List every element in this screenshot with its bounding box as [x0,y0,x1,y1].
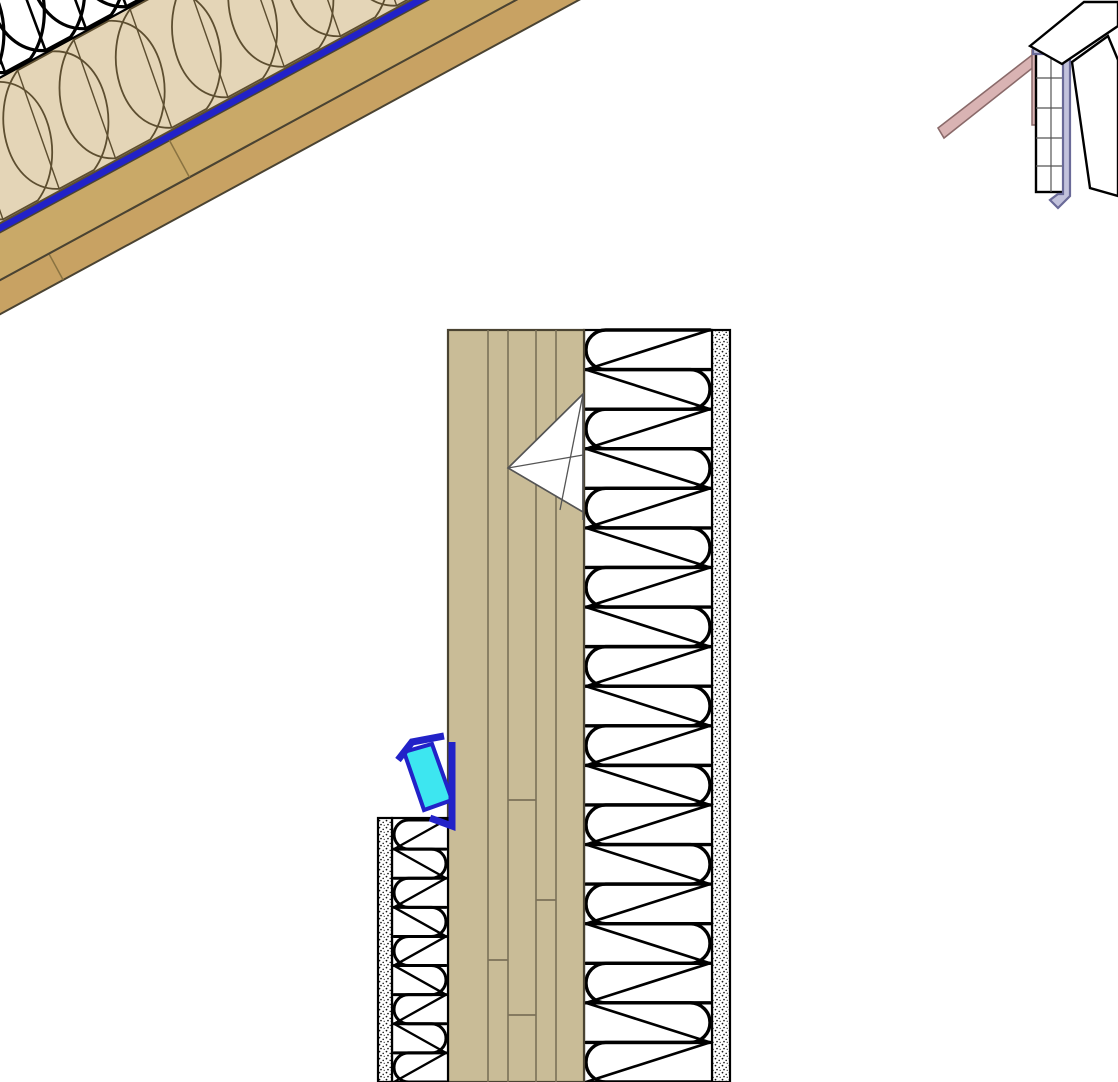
airtightness-tape [401,741,455,813]
roof-lining-board [0,0,777,874]
eave-assembly [936,0,1118,210]
eave-ventilation-cavity [506,392,584,520]
airtight-membrane-return [395,732,456,831]
fascia-board [1034,46,1068,194]
eave-soffit-boards [1027,0,1118,198]
roof-assembly [0,0,777,874]
wall-insulation-hatch [584,328,712,1082]
external-render-layer [710,328,732,1082]
roof-service-batten [0,0,763,847]
internal-insulation-hatch [392,818,448,1082]
roof-sandwich [0,0,777,874]
internal-render-layer [376,816,394,1082]
